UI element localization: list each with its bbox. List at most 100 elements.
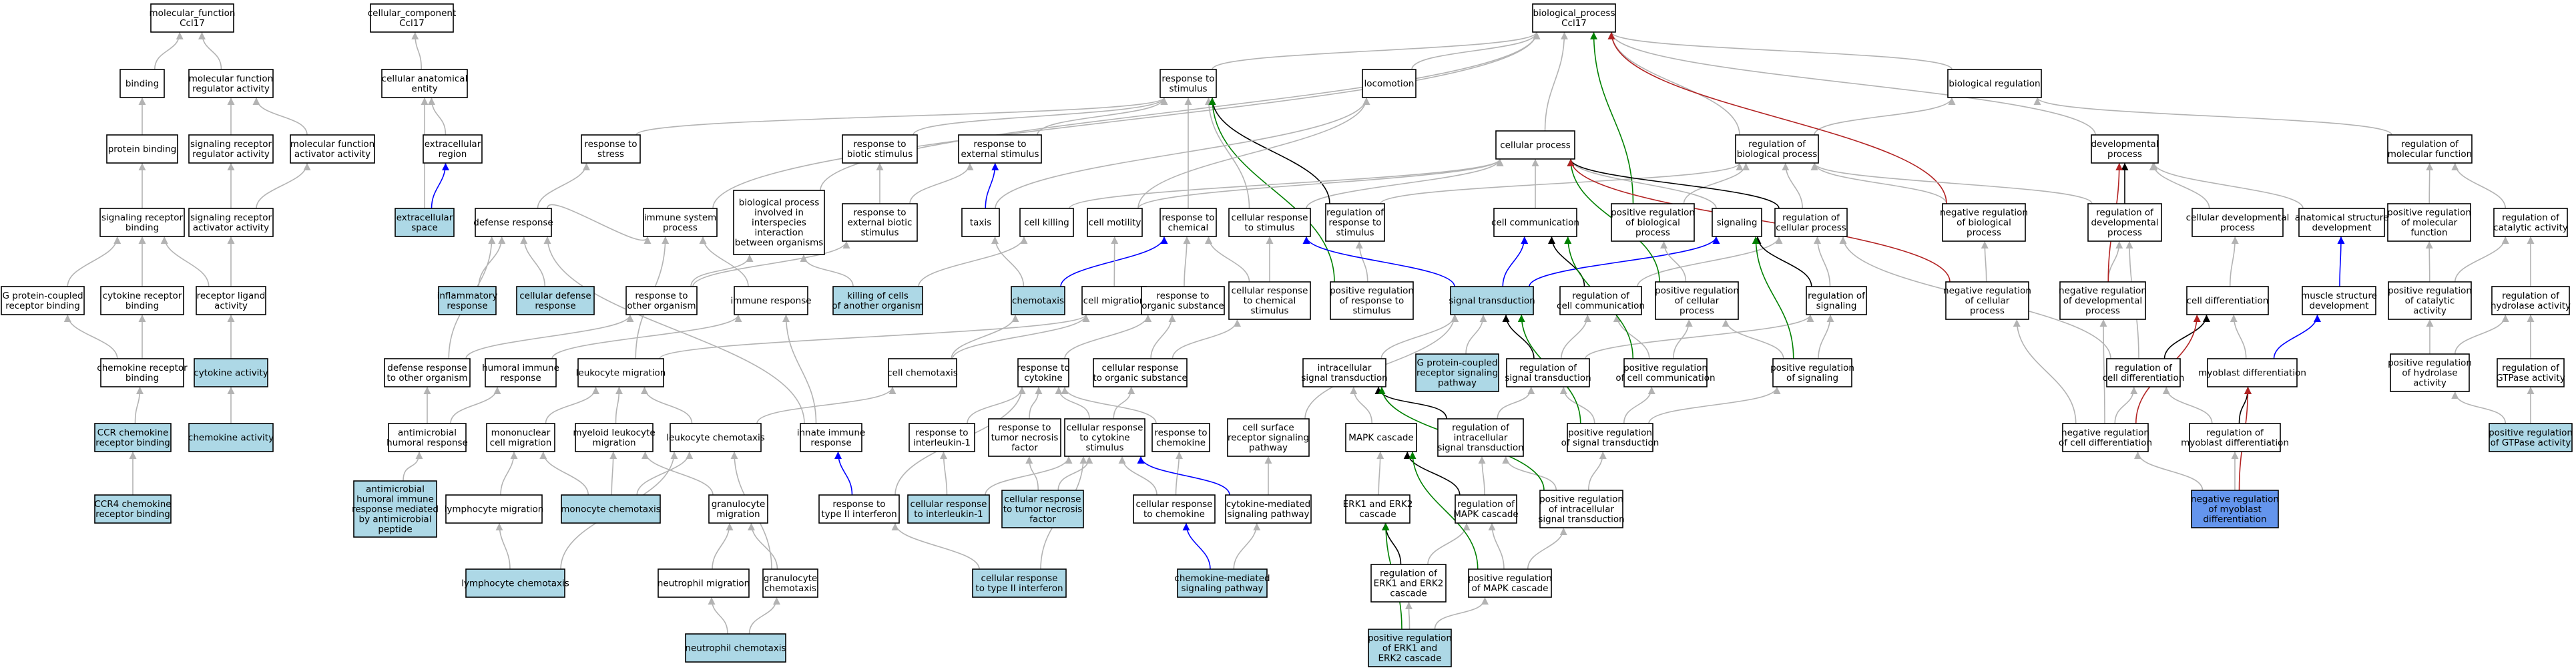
node-protein-binding[interactable]: protein binding [106, 134, 178, 164]
node-bio-reg[interactable]: biological regulation [1947, 69, 2042, 98]
node-leukocyte-migration[interactable]: leukocyte migration [576, 358, 666, 387]
node-chemotaxis[interactable]: chemotaxis [1011, 286, 1065, 315]
node-monocyte-chemotaxis[interactable]: monocyte chemotaxis [561, 494, 661, 524]
node-cytokine-activity[interactable]: cytokine activity [194, 358, 268, 387]
node-myoblast-diff[interactable]: myoblast differentiation [2198, 358, 2306, 387]
node-cell-killing[interactable]: cell killing [1019, 208, 1074, 237]
node-neutrophil-migration[interactable]: neutrophil migration [658, 568, 750, 598]
node-cell-diff[interactable]: cell differentiation [2186, 286, 2269, 315]
node-locomotion[interactable]: locomotion [1362, 69, 1416, 98]
node-leukocyte-chemotaxis[interactable]: leukocyte chemotaxis [666, 423, 765, 452]
node-immune-response[interactable]: immune response [730, 286, 812, 315]
node-binding[interactable]: binding [119, 69, 165, 98]
node-cellular-process[interactable]: cellular process [1495, 130, 1575, 160]
node-defense-response[interactable]: defense response [473, 208, 553, 237]
node-mapk-cascade[interactable]: MAPK cascade [1345, 423, 1417, 452]
node-taxis[interactable]: taxis [961, 208, 1000, 237]
node-neutrophil-chemotaxis[interactable]: neutrophil chemotaxis [685, 633, 786, 663]
node-signaling[interactable]: signaling [1712, 208, 1762, 237]
node-signal-transduction[interactable]: signal transduction [1449, 286, 1535, 315]
